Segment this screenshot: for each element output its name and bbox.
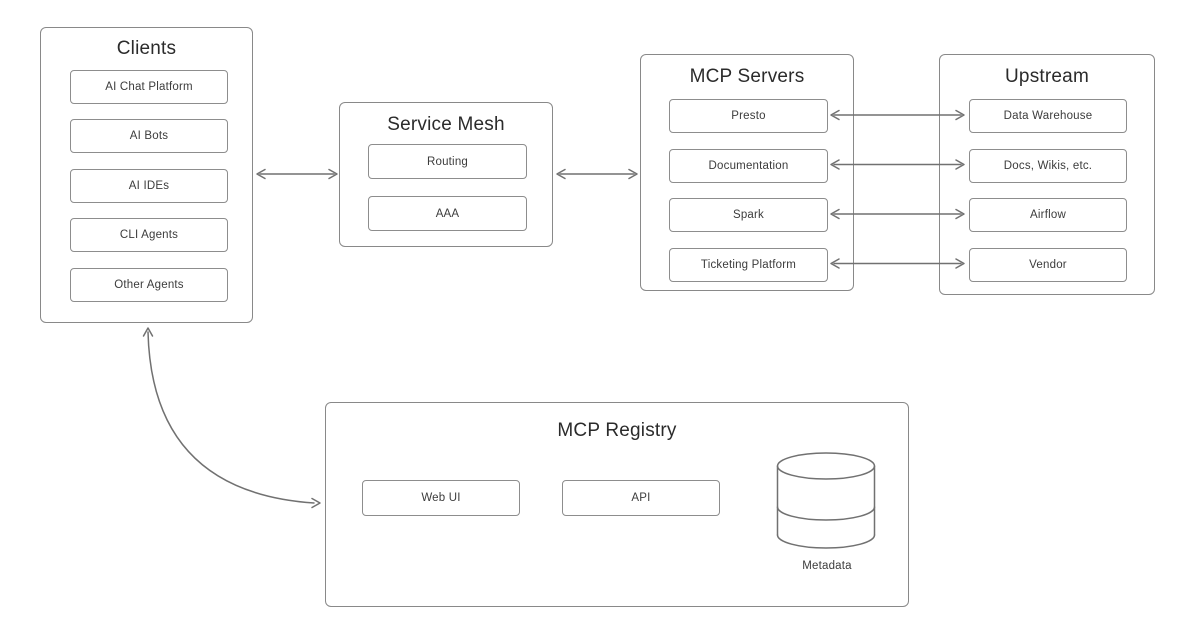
- node-routing: Routing: [368, 144, 527, 179]
- node-ai-bots: AI Bots: [70, 119, 228, 153]
- mcp-servers-box: MCP Servers Presto Documentation Spark T…: [640, 54, 854, 291]
- mcp-registry-box: MCP Registry Web UI API Metadata: [325, 402, 909, 607]
- node-cli-agents: CLI Agents: [70, 218, 228, 252]
- upstream-title: Upstream: [1005, 66, 1089, 87]
- clients-title: Clients: [116, 38, 177, 59]
- node-other-agents: Other Agents: [70, 268, 228, 302]
- node-aaa: AAA: [368, 196, 527, 231]
- mcp-servers-title: MCP Servers: [689, 66, 805, 87]
- node-presto: Presto: [669, 99, 828, 133]
- arrow-clients-servicemesh: [256, 168, 338, 180]
- node-documentation: Documentation: [669, 148, 828, 183]
- service-mesh-title: Service Mesh: [387, 114, 505, 135]
- mcp-registry-title: MCP Registry: [557, 420, 677, 441]
- node-ai-chat-platform: AI Chat Platform: [70, 70, 228, 104]
- upstream-box: Upstream Data Warehouse Docs, Wikis, etc…: [939, 54, 1155, 295]
- node-vendor: Vendor: [969, 247, 1127, 282]
- service-mesh-box: Service Mesh Routing AAA: [339, 102, 553, 247]
- metadata-label: Metadata: [802, 560, 852, 572]
- node-airflow: Airflow: [969, 198, 1127, 232]
- arrow-servicemesh-mcpservers: [556, 168, 638, 180]
- node-web-ui: Web UI: [362, 480, 520, 516]
- node-ai-ides: AI IDEs: [70, 169, 228, 203]
- node-docs-wikis: Docs, Wikis, etc.: [969, 148, 1127, 183]
- arrow-clients-mcpregistry: [142, 327, 321, 509]
- node-ticketing-platform: Ticketing Platform: [669, 247, 828, 282]
- node-data-warehouse: Data Warehouse: [969, 99, 1127, 133]
- node-spark: Spark: [669, 198, 828, 232]
- clients-box: Clients AI Chat Platform AI Bots AI IDEs…: [40, 27, 253, 323]
- node-api: API: [562, 480, 720, 516]
